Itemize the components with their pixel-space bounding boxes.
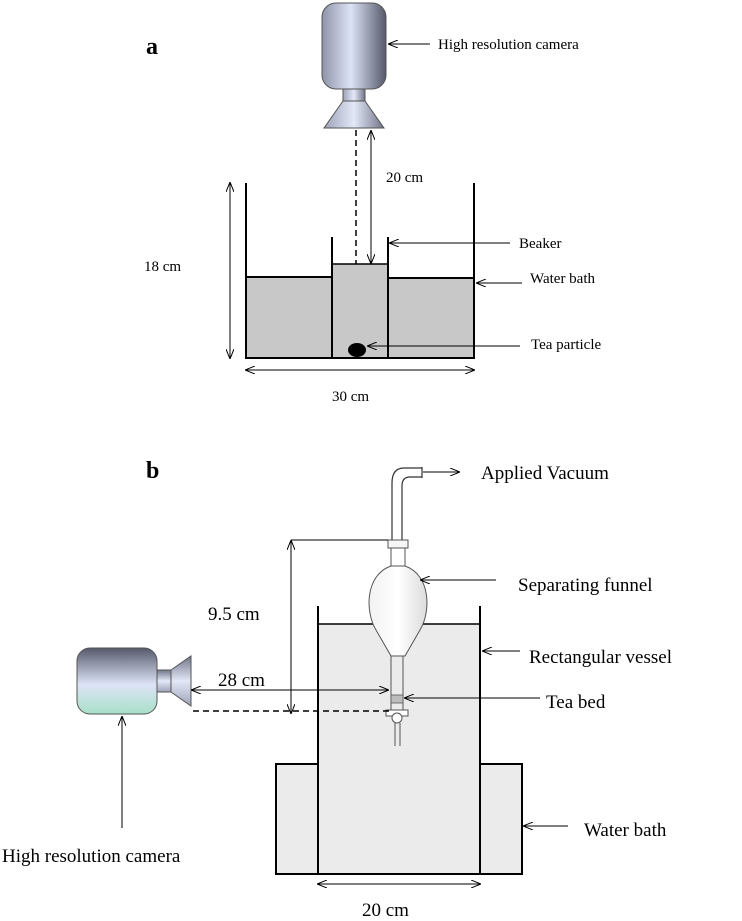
tea-particle-label: Tea particle	[531, 337, 601, 353]
dimension-9-5cm-b-label: 9.5 cm	[208, 604, 260, 625]
rectangular-vessel	[318, 624, 480, 874]
dimension-18cm-a-label: 18 cm	[144, 259, 181, 275]
camera-a-label: High resolution camera	[438, 37, 579, 53]
beaker	[332, 264, 388, 358]
panel-b-label: b	[146, 458, 159, 484]
vessel-label: Rectangular vessel	[529, 647, 672, 668]
tea-bed-label: Tea bed	[546, 692, 606, 713]
vacuum-label: Applied Vacuum	[481, 463, 609, 484]
camera-a-icon	[321, 2, 387, 129]
tea-bed	[390, 694, 404, 704]
panel-a-label: a	[146, 34, 158, 60]
camera-b-label: High resolution camera	[2, 846, 181, 867]
dimension-28cm-b-label: 28 cm	[218, 670, 265, 691]
camera-b-icon	[76, 647, 192, 715]
dimension-30cm-a-label: 30 cm	[332, 389, 369, 405]
water-bath-b-right	[479, 763, 523, 875]
beaker-label: Beaker	[519, 236, 561, 252]
dimension-20cm-a-label: 20 cm	[386, 170, 423, 186]
water-bath-b-left	[275, 763, 319, 875]
funnel-label: Separating funnel	[518, 575, 653, 596]
vacuum-tube	[391, 467, 423, 540]
water-bath-a-label: Water bath	[530, 271, 596, 287]
dimension-20cm-b-label: 20 cm	[362, 900, 409, 921]
tea-particle	[348, 343, 366, 357]
water-bath-b-label: Water bath	[584, 820, 667, 841]
